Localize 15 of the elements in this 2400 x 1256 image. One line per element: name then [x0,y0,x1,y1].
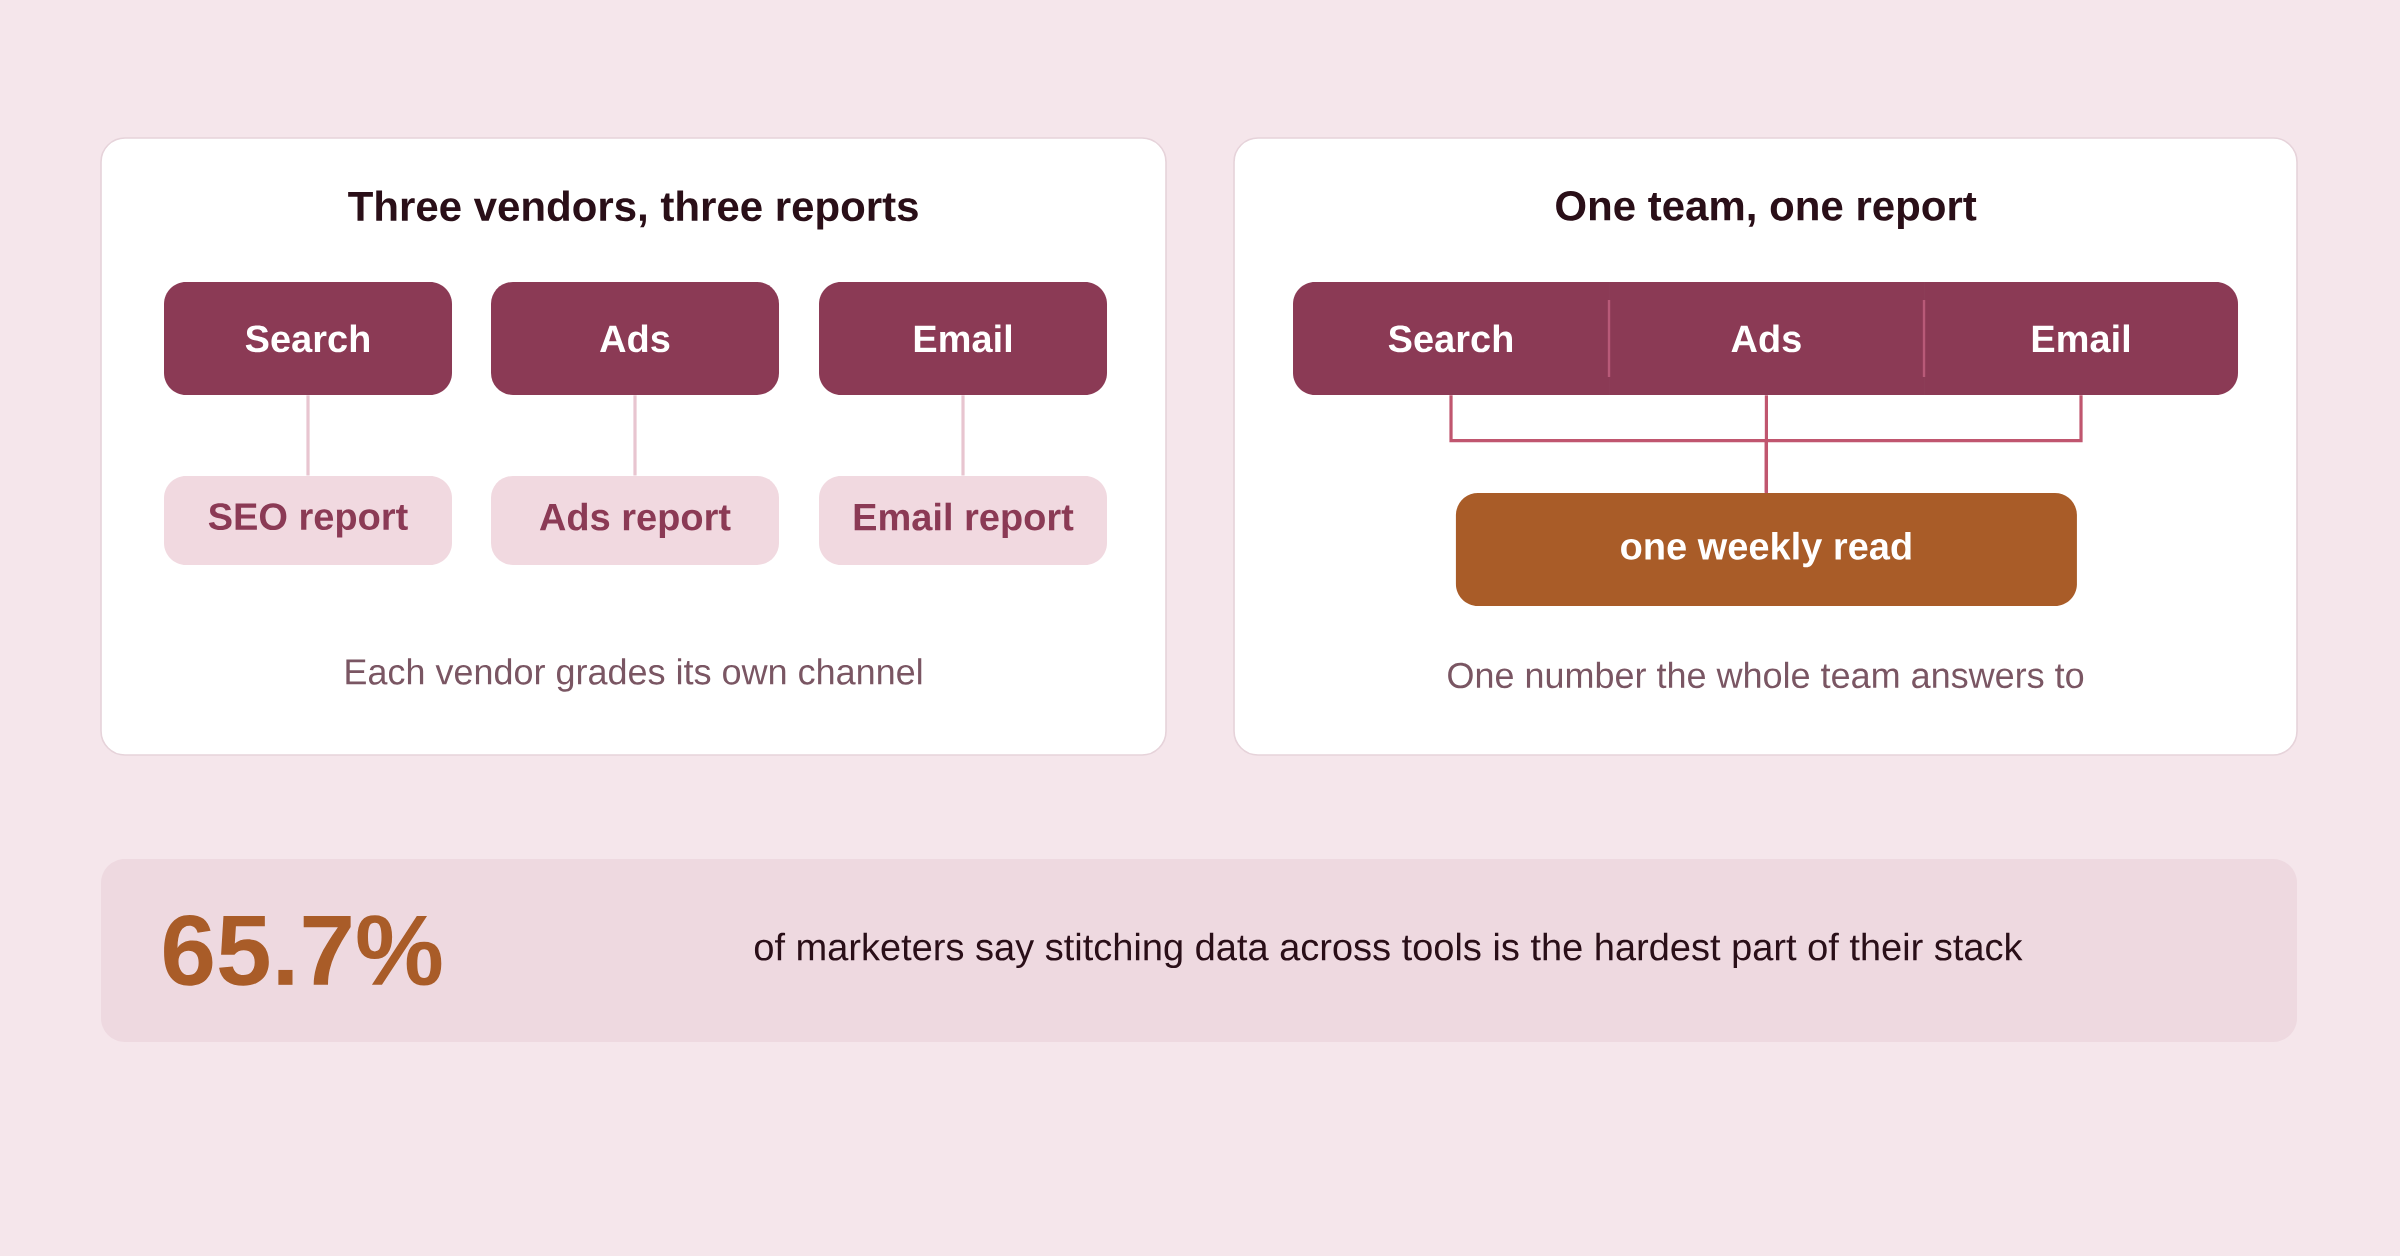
channel-segment: Email [1924,282,2238,395]
stat-band: 65.7% of marketers say stitching data across tools is the hardest part of their stack [101,859,2297,1042]
connector-line [961,395,965,476]
channel-box: Email [819,281,1107,395]
report-box: Ads report [491,475,779,565]
channel-segment: Ads [1609,282,1924,395]
connector-line [306,395,310,476]
channel-box: Ads [491,281,779,395]
channel-box: Search [164,281,452,395]
channel-segment: Search [1293,282,1609,395]
connector-line [633,395,637,476]
report-box: SEO report [164,475,452,565]
summary-box: one weekly read [1455,493,2077,607]
connector-line [1764,395,2083,493]
report-box: Email report [819,475,1107,565]
